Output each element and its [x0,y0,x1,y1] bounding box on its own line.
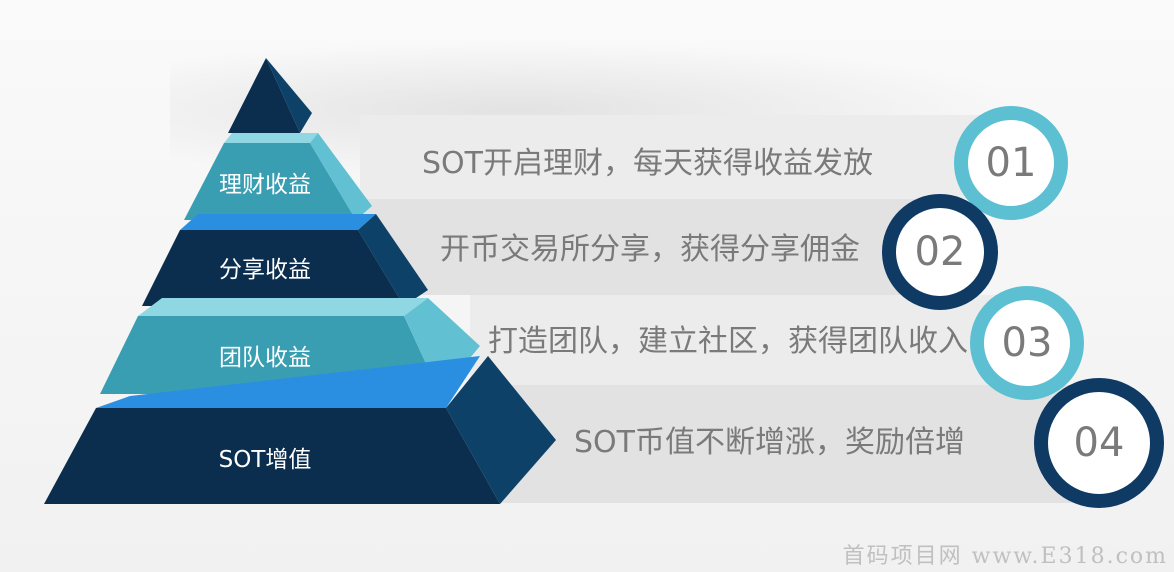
item-text-2: 开币交易所分享，获得分享佣金 [440,232,860,267]
item-text-3: 打造团队，建立社区，获得团队收入 [488,324,968,359]
apex-side [266,58,312,133]
tier4-front [44,408,500,504]
item-text-4: SOT币值不断增涨，奖励倍增 [574,425,965,460]
pyramid-graphic [44,58,556,504]
tier-label-2: 分享收益 [219,257,311,283]
tier3-side [404,298,480,394]
tier3-top [138,298,428,316]
watermark: 首码项目网 www.E318.com [842,544,1168,569]
tier2-front [142,230,404,306]
band-1 [360,115,980,199]
number-circle-4: 04 [1034,378,1164,508]
tier2-side [358,214,428,306]
band-4 [500,385,1100,503]
tier-label-4: SOT增值 [218,447,312,473]
tier1-top [224,133,318,143]
band-3 [470,295,1030,385]
number-circle-2: 02 [882,194,998,310]
item-text-1: SOT开启理财，每天获得收益发放 [422,146,873,181]
tier1-side [310,133,372,220]
number-circle-3: 03 [970,286,1084,400]
tier-label-1: 理财收益 [219,172,311,198]
band-2 [360,199,920,295]
tier4-side [446,356,556,504]
tier-label-3: 团队收益 [219,345,311,371]
apex-front [228,58,300,133]
tier2-top [180,214,376,230]
tier4-top [96,356,480,408]
tier1-front [184,143,356,220]
